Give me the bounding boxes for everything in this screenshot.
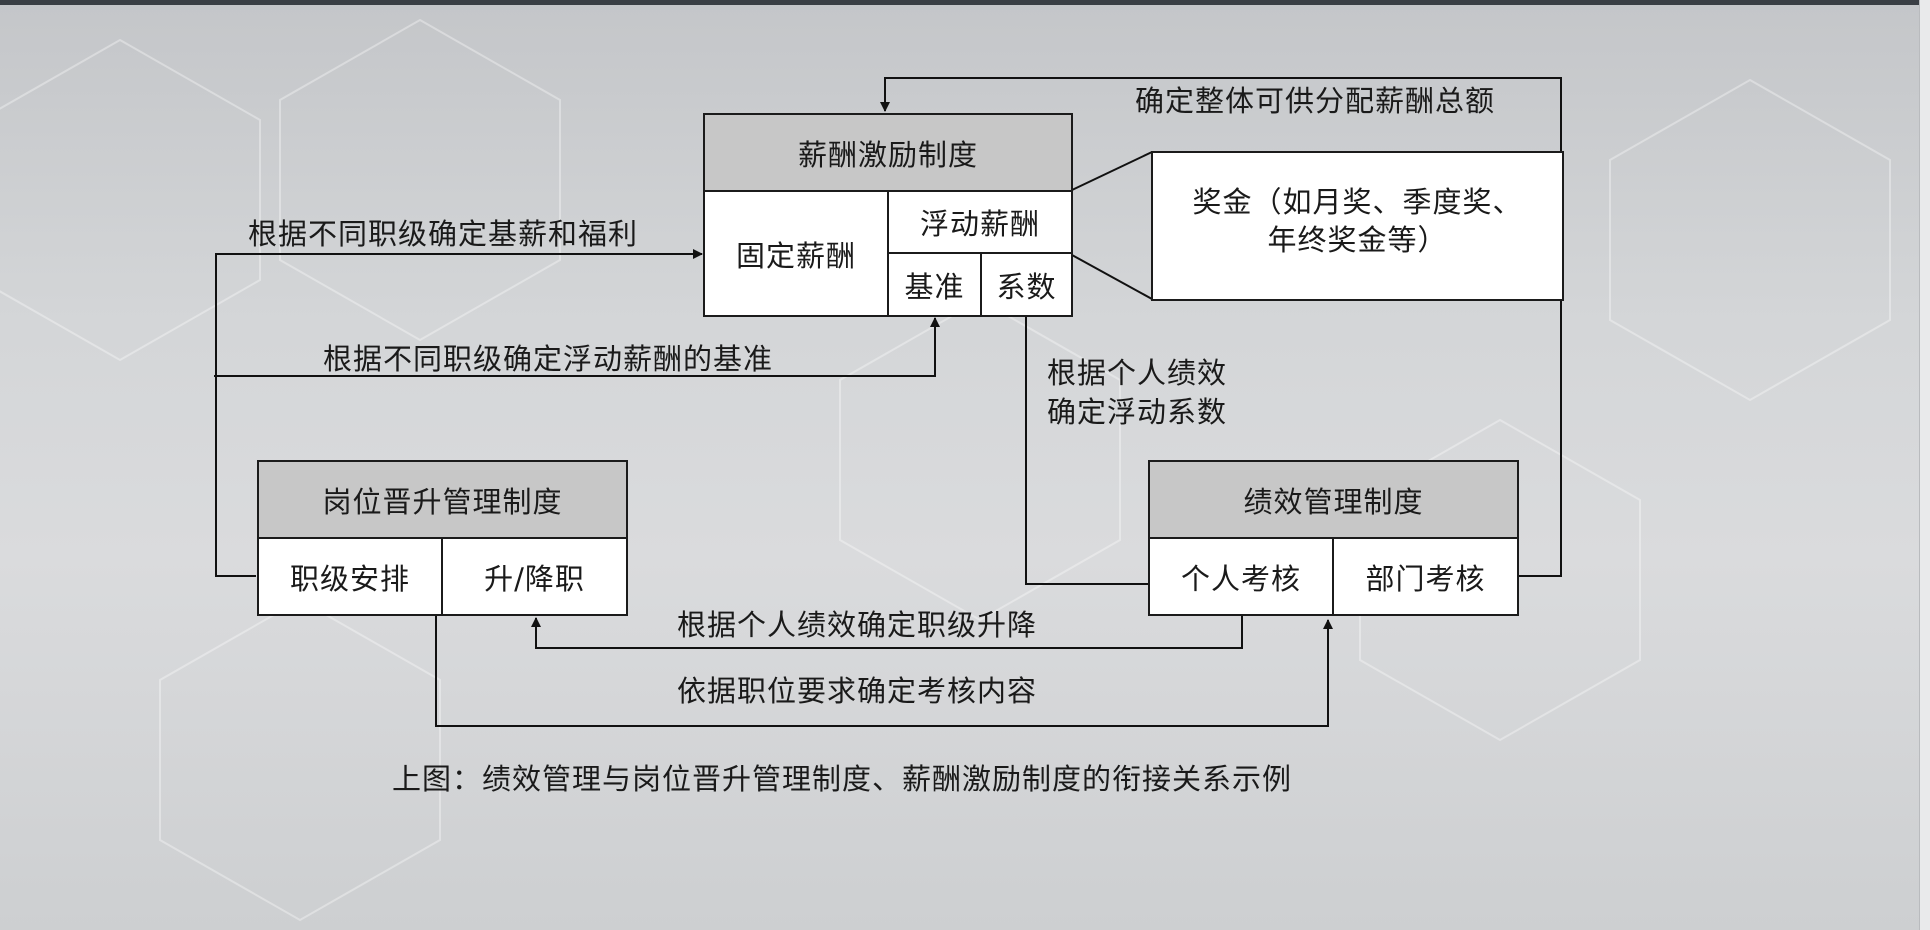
window-right-edge [1919,0,1930,930]
coefficient-cell: 系数 [980,252,1073,317]
personal-assessment-text: 个人考核 [1180,561,1301,596]
edge-float-coef [1021,307,1150,585]
bonus-box: 奖金（如月奖、季度奖、 年终奖金等） [1151,151,1564,301]
window-top-bar [0,0,1930,5]
department-assessment-text: 部门考核 [1365,561,1486,596]
edge-rank-change [531,616,1243,649]
label-assess-content: 依据职位要求确定考核内容 [677,674,1038,708]
fixed-pay-cell: 固定薪酬 [703,190,889,317]
promotion-system-title-text: 岗位晋升管理制度 [322,484,563,519]
edge-base-welfare [215,249,703,577]
rank-arrangement-text: 职级安排 [289,561,410,596]
edge-float-base [214,317,940,377]
label-rank-change: 根据个人绩效确定职级升降 [677,608,1038,642]
fixed-pay-text: 固定薪酬 [735,238,856,273]
coefficient-text: 系数 [996,269,1057,304]
promotion-demotion-cell: 升/降职 [441,537,628,616]
label-float-coef-2: 确定浮动系数 [1047,395,1228,429]
salary-system-title: 薪酬激励制度 [703,113,1073,192]
figure-caption: 上图：绩效管理与岗位晋升管理制度、薪酬激励制度的衔接关系示例 [392,762,1293,796]
performance-system-title-text: 绩效管理制度 [1243,484,1424,519]
bonus-connector-bottom [1071,254,1153,300]
bonus-line-1: 奖金（如月奖、季度奖、 [1192,185,1523,219]
personal-assessment-cell: 个人考核 [1148,537,1334,616]
edge-assess-content [435,616,1333,727]
label-float-coef-1: 根据个人绩效 [1047,356,1228,390]
department-assessment-cell: 部门考核 [1332,537,1519,616]
promotion-system-title: 岗位晋升管理制度 [257,460,628,539]
promotion-demotion-text: 升/降职 [484,561,585,596]
rank-arrangement-cell: 职级安排 [257,537,443,616]
floating-pay-cell: 浮动薪酬 [887,190,1073,254]
label-total-pay: 确定整体可供分配薪酬总额 [1135,84,1496,118]
base-text: 基准 [904,269,965,304]
label-float-base: 根据不同职级确定浮动薪酬的基准 [323,342,774,376]
edge-total-pay [880,77,1562,577]
label-base-welfare: 根据不同职级确定基薪和福利 [248,217,639,251]
performance-system-title: 绩效管理制度 [1148,460,1519,539]
floating-pay-text: 浮动薪酬 [919,207,1040,241]
base-cell: 基准 [887,252,982,317]
bonus-line-2: 年终奖金等） [1267,223,1448,257]
salary-system-title-text: 薪酬激励制度 [797,137,978,172]
bonus-connector-top [1071,151,1153,191]
